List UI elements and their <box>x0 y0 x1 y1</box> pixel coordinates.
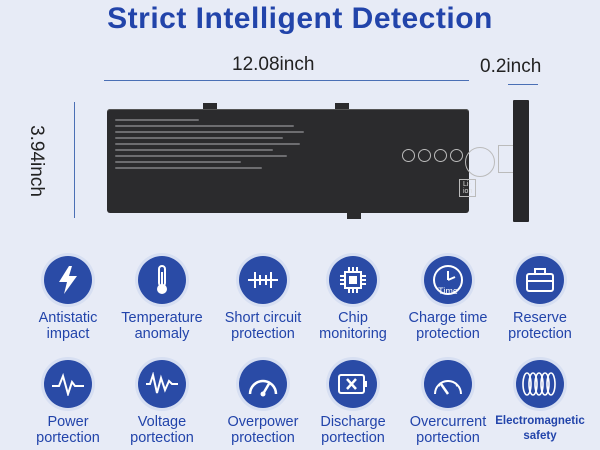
gauge-icon <box>239 360 287 408</box>
feature-label-line2: anomaly <box>134 326 190 342</box>
battery-side-image <box>513 100 529 222</box>
coil-icon <box>516 360 564 408</box>
feature-label-line1: Reserve <box>513 310 567 326</box>
feature-label-line1: Discharge <box>320 414 386 430</box>
feature-label-line2: portection <box>130 430 194 446</box>
battery-front-image: Li-ion <box>107 103 522 219</box>
lightning-icon <box>44 256 92 304</box>
feature-label-line1: Power <box>47 414 89 430</box>
chemistry-badge: Li-ion <box>459 179 477 197</box>
feature-label-line2: protection <box>416 326 480 342</box>
feature-label-line2: protection <box>231 430 295 446</box>
feature-label-line1: Electromagnetic <box>495 415 585 427</box>
feature-label-line2: portection <box>416 430 480 446</box>
feature-label-line1: Voltage <box>137 414 187 430</box>
certification-marks <box>402 149 466 167</box>
feature-label-line2: portection <box>321 430 385 446</box>
feature-label-line1: Overcurrent <box>409 414 487 430</box>
width-dimension-line <box>104 80 469 81</box>
width-dimension-label: 12.08inch <box>232 54 315 75</box>
feature-label-line2: impact <box>46 326 90 342</box>
speedometer-icon <box>424 360 472 408</box>
thickness-dimension-line <box>508 84 538 85</box>
feature-label-line2: protection <box>231 326 295 342</box>
feature-label-line2: portection <box>36 430 100 446</box>
battery-label-text-lines <box>115 115 325 207</box>
feature-label-line1: Temperature <box>121 310 203 326</box>
page-title: Strict Intelligent Detection <box>107 2 493 35</box>
feature-item: Electromagnetic safety <box>490 360 590 444</box>
feature-label-line1: Chip <box>338 310 368 326</box>
battery-x-icon <box>329 360 377 408</box>
height-dimension-line <box>74 102 75 218</box>
height-dimension-label: 3.94inch <box>26 125 47 197</box>
feature-label-line1: Antistatic <box>38 310 98 326</box>
feature-label-line1: Charge time <box>408 310 488 326</box>
feature-label-line1: Overpower <box>227 414 299 430</box>
recycle-icon <box>465 147 495 177</box>
feature-label-line2: protection <box>508 326 572 342</box>
pulse-icon <box>44 360 92 408</box>
waveform-icon <box>138 360 186 408</box>
feature-label-line1: Short circuit <box>224 310 302 326</box>
thickness-dimension-label: 0.2inch <box>480 56 542 77</box>
feature-label: Electromagnetic safety <box>490 414 590 444</box>
thermometer-icon <box>138 256 186 304</box>
short-circuit-icon <box>239 256 287 304</box>
briefcase-icon <box>516 256 564 304</box>
chip-icon <box>329 256 377 304</box>
feature-label-line2: monitoring <box>319 326 387 342</box>
icon-caption: Time <box>438 286 458 296</box>
clock-icon: Time <box>424 256 472 304</box>
feature-label-line2: safety <box>523 430 557 442</box>
